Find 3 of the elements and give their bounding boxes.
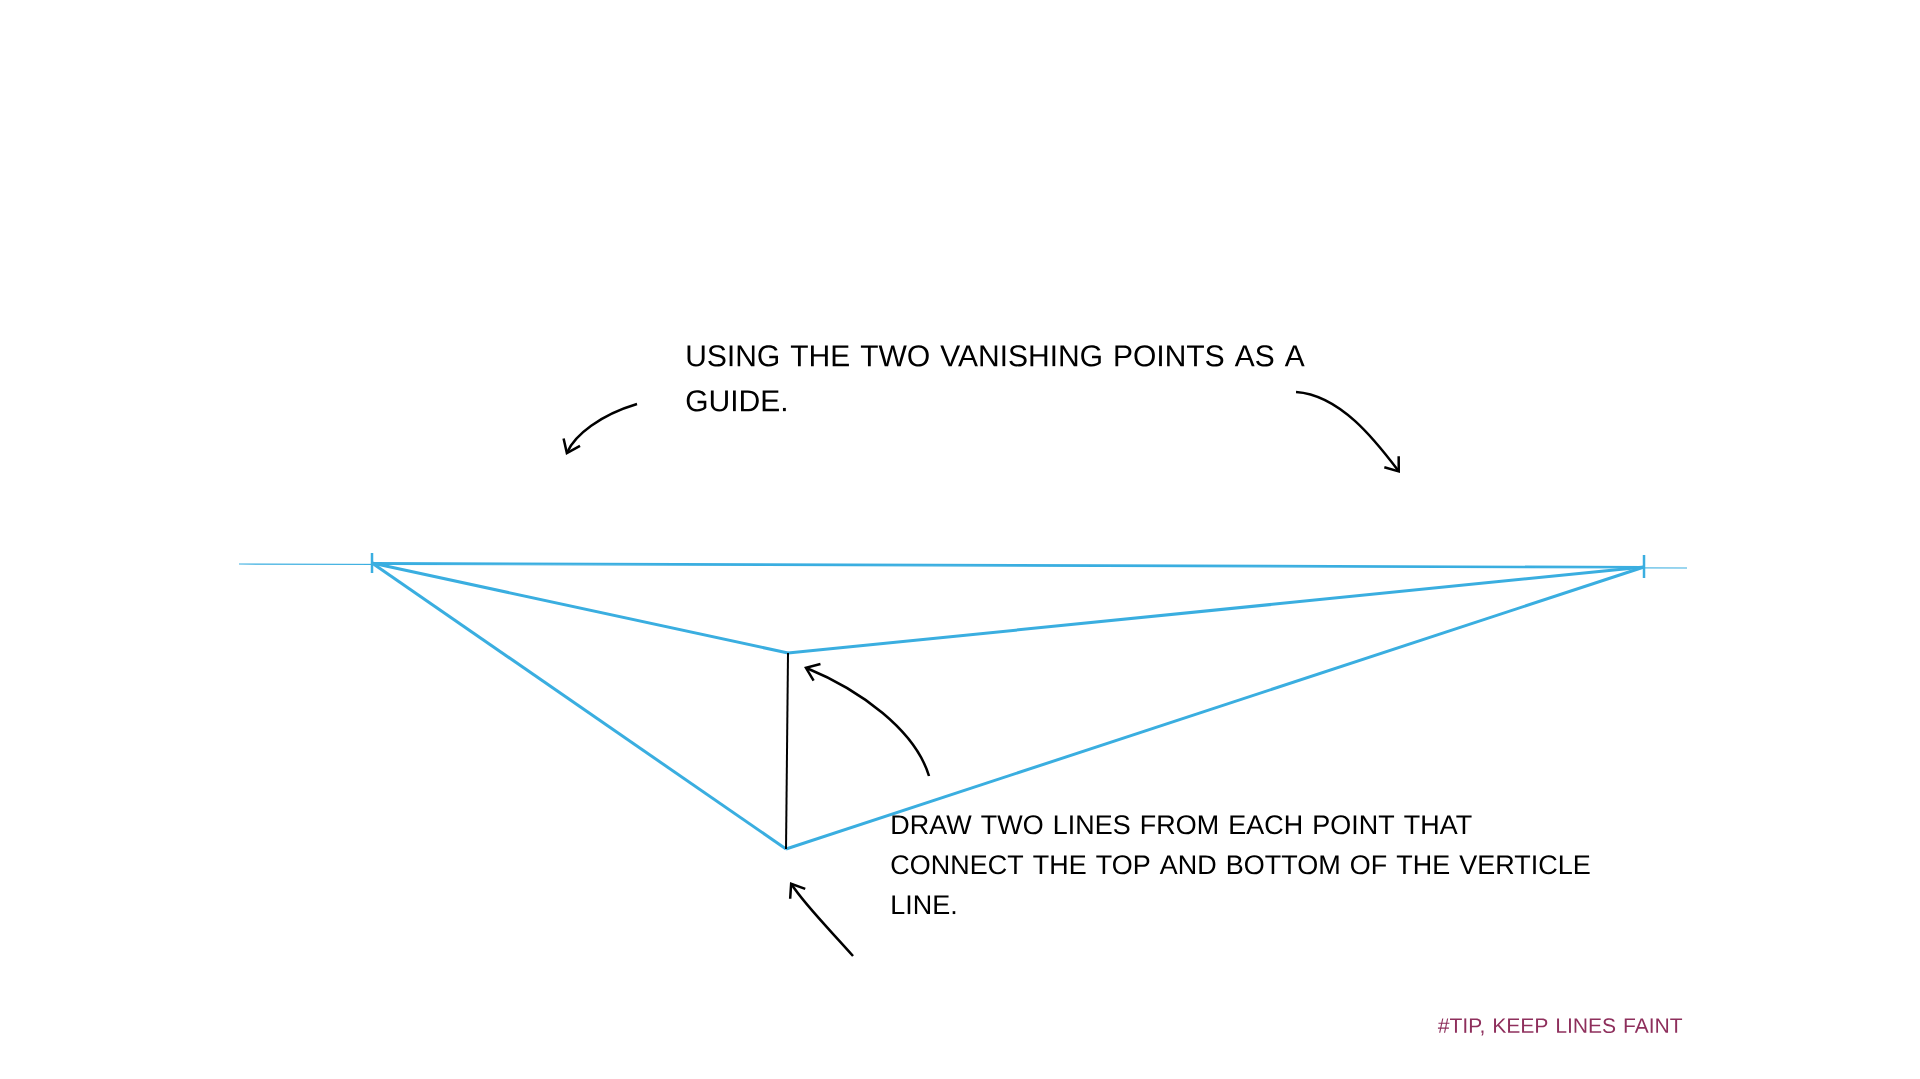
handwritten-note: USING THE TWO VANISHING POINTS AS A GUIDE. xyxy=(686,345,1305,412)
handwritten-note: #TIP, KEEP LINES FAINT xyxy=(1437,1018,1683,1036)
handwritten-note: DRAW TWO LINES FROM EACH POINT THAT CONNECT THE TOP AND BOTTOM OF THE VERTICLE LINE. xyxy=(891,815,1590,915)
